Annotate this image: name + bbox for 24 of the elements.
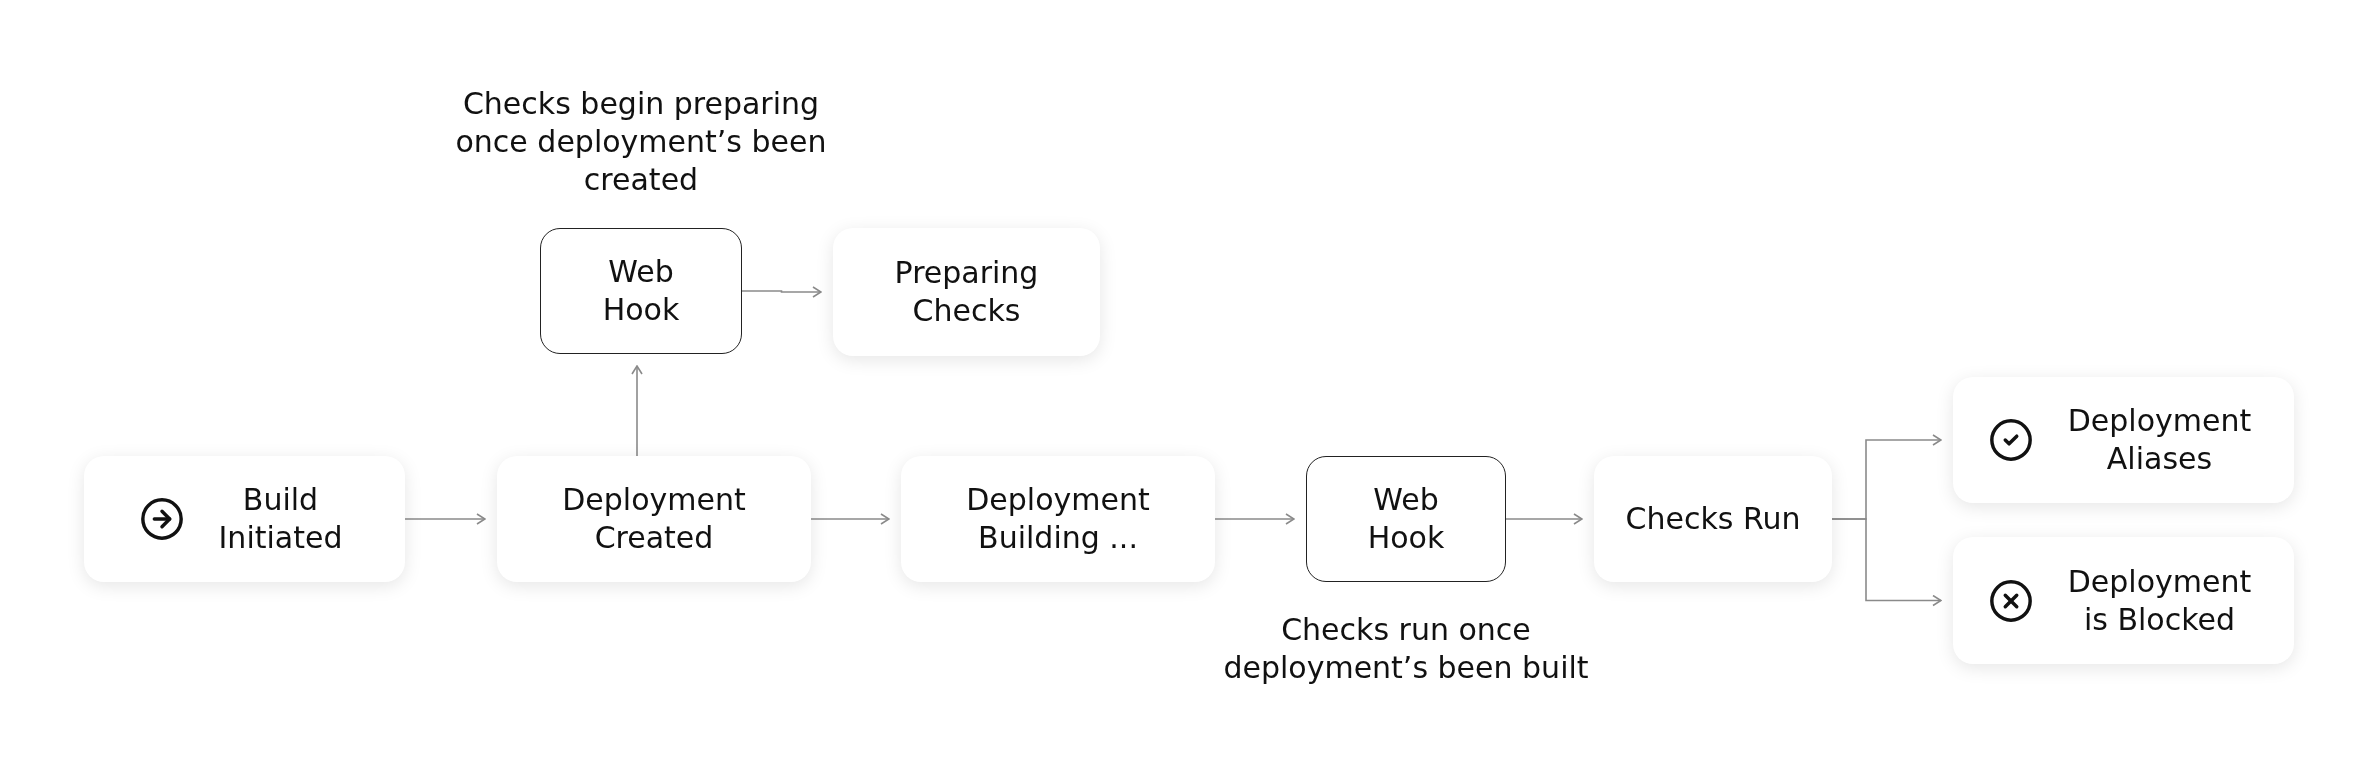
- annotation-text: Checks begin preparing once deployment’s been created: [454, 85, 828, 199]
- node-label: Deployment is Blocked: [2066, 562, 2253, 639]
- process-box: [84, 456, 405, 582]
- annotation-text: Checks run once deployment’s been built: [1222, 611, 1590, 687]
- node-label: Web Hook: [1366, 481, 1446, 557]
- process-box: [1953, 377, 2294, 503]
- arrow: [1214, 513, 1295, 525]
- arrow: [631, 365, 643, 457]
- process-box: [497, 456, 811, 582]
- node-label: Deployment Created: [561, 481, 747, 557]
- arrow: [404, 513, 486, 525]
- process-box: [1953, 537, 2294, 664]
- arrow: [741, 286, 822, 298]
- node-label: Build Initiated: [217, 481, 344, 557]
- process-box: [1594, 456, 1832, 582]
- node-label: Deployment Building ...: [965, 481, 1151, 557]
- node-label: Web Hook: [601, 253, 681, 329]
- node-label: Preparing Checks: [893, 254, 1040, 330]
- node-label: Checks Run: [1624, 500, 1802, 538]
- arrow: [1831, 518, 1942, 607]
- arrow: [810, 513, 890, 525]
- arrow: [1505, 513, 1583, 525]
- node-label: Deployment Aliases: [2066, 402, 2253, 478]
- process-box: [901, 456, 1215, 582]
